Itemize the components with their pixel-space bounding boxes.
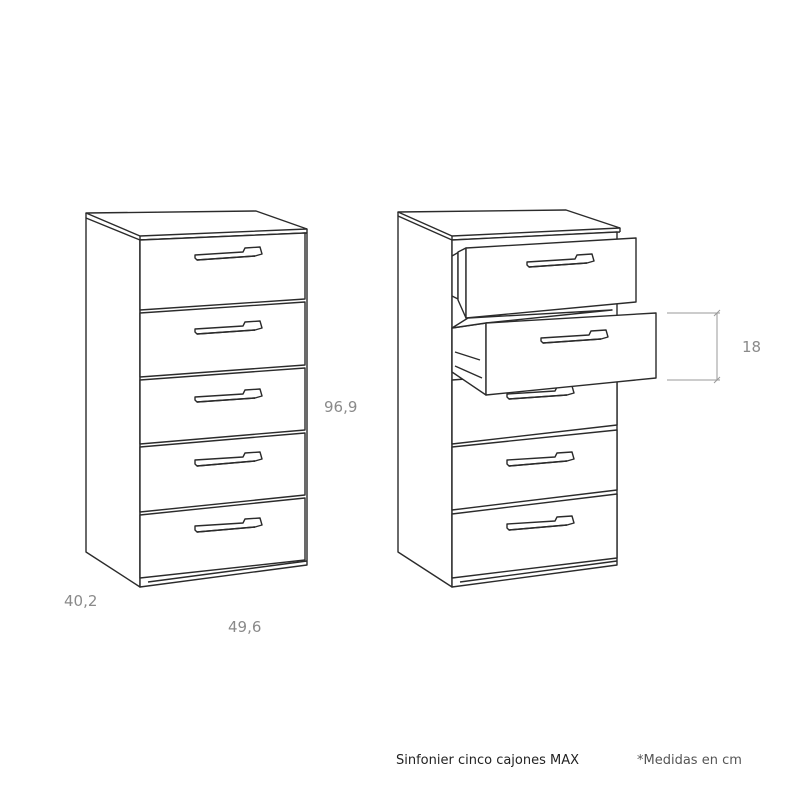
closed-drawer-1	[139, 232, 306, 311]
drawer-height-label: 18	[742, 338, 761, 356]
closed-chest-side	[85, 217, 141, 588]
open-chest	[397, 209, 657, 588]
open-chest-side	[397, 215, 453, 588]
open-drawer-1	[457, 237, 637, 319]
closed-drawer-4	[139, 432, 306, 513]
closed-handle-1	[194, 246, 263, 261]
closed-drawer-2	[139, 301, 306, 378]
open-drawer-2-box-top	[451, 309, 613, 329]
open-drawer-5-front	[451, 493, 618, 579]
width-label: 49,6	[228, 618, 261, 636]
open-handle-1	[526, 253, 595, 268]
open-handle-3	[506, 385, 575, 400]
caption-note: *Medidas en cm	[637, 753, 742, 768]
closed-chest	[85, 210, 308, 588]
open-handle-5	[506, 515, 575, 531]
closed-drawer-3	[139, 367, 306, 445]
open-drawer-4-front	[451, 429, 618, 511]
closed-handle-4	[194, 451, 263, 467]
caption-title: Sinfonier cinco cajones MAX	[396, 753, 580, 768]
open-drawer-2	[451, 309, 657, 396]
closed-drawer-5	[139, 497, 306, 579]
depth-label: 40,2	[64, 592, 97, 610]
open-handle-2	[540, 329, 609, 344]
closed-handle-5	[194, 517, 263, 533]
open-handle-4	[506, 451, 575, 467]
closed-handle-3	[194, 388, 263, 403]
height-label: 96,9	[324, 398, 357, 416]
open-drawer-2-front	[485, 312, 657, 396]
drawer-height-dimension	[667, 309, 721, 384]
closed-handle-2	[194, 320, 263, 335]
